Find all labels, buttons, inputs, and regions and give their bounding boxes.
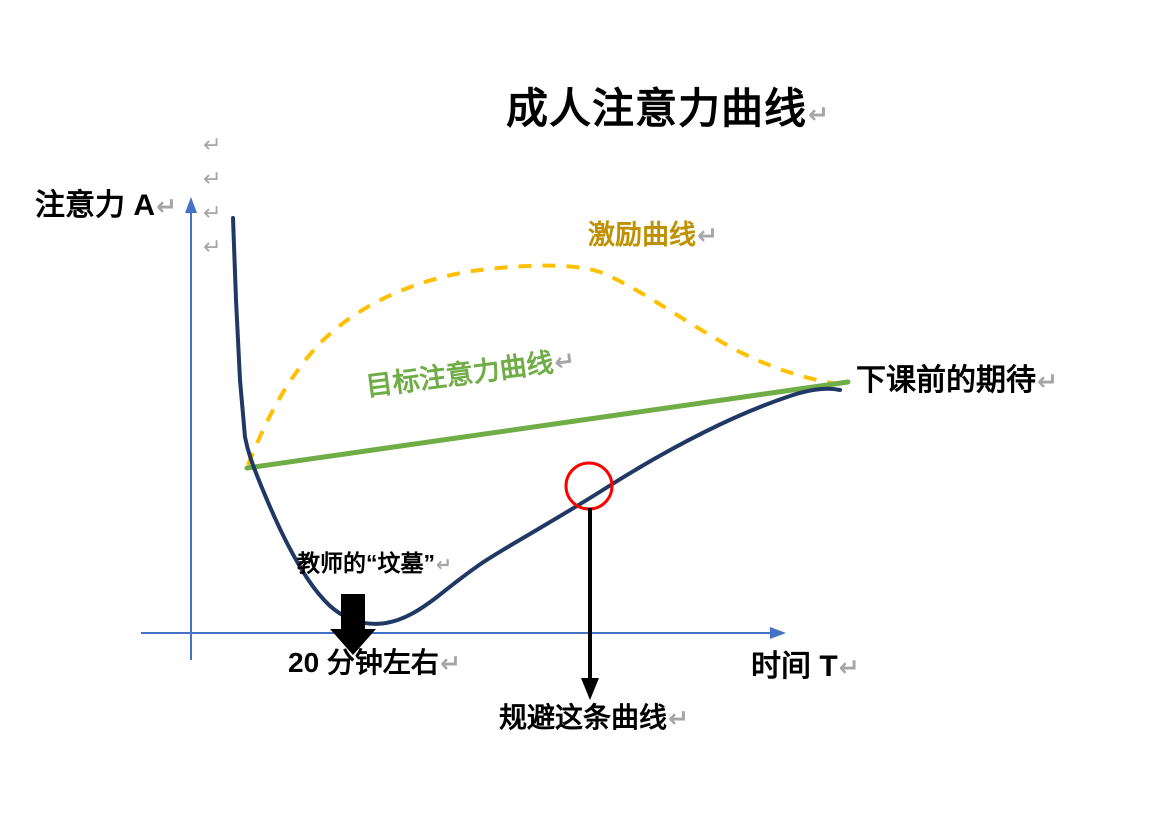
pilcrow-mark: ↵ [203,133,222,158]
pilcrow-mark: ↵ [697,221,718,250]
pilcrow-mark: ↵ [156,192,177,221]
teacher-tomb-label: 教师的“坟墓”↵ [297,550,452,576]
incentive-curve-path [246,263,846,466]
avoid-curve-pointer-arrow [581,508,599,700]
pilcrow-mark: ↵ [552,345,577,378]
pilcrow-mark: ↵ [436,554,452,576]
pilcrow-mark: ↵ [808,100,830,129]
actual-attention-curve-path [231,216,842,626]
twenty-minutes-label-text: 20 分钟左右 [288,647,439,678]
red-highlight-circle [564,461,614,511]
x-axis-label-text: 时间 T [751,650,838,683]
avoid-curve-label-text: 规避这条曲线 [499,702,668,733]
avoid-curve-label: 规避这条曲线↵ [499,702,689,734]
chart-title-text: 成人注意力曲线 [506,85,808,132]
expectation-label-text: 下课前的期待 [856,364,1036,397]
expectation-label: 下课前的期待↵ [856,364,1058,397]
pilcrow-mark: ↵ [203,235,222,260]
twenty-minutes-down-arrow [330,594,376,655]
page-title: 成人注意力曲线↵ [506,85,830,132]
teacher-tomb-label-text: 教师的“坟墓” [297,550,435,576]
incentive-curve-label-text: 激励曲线 [588,220,696,250]
pilcrow-mark: ↵ [203,201,222,226]
pilcrow-mark: ↵ [668,704,689,733]
pilcrow-mark: ↵ [1037,367,1058,396]
y-axis-label: 注意力 A↵ [35,189,177,222]
incentive-curve-label: 激励曲线↵ [588,220,718,251]
x-axis [141,627,786,639]
y-axis-label-text: 注意力 A [35,189,155,222]
x-axis-label: 时间 T↵ [751,650,860,683]
pilcrow-mark: ↵ [439,649,461,678]
y-axis [185,197,197,660]
pilcrow-mark: ↵ [203,167,222,192]
pilcrow-mark: ↵ [838,653,860,682]
twenty-minutes-label: 20 分钟左右↵ [288,647,461,679]
target-curve-path [244,379,851,471]
